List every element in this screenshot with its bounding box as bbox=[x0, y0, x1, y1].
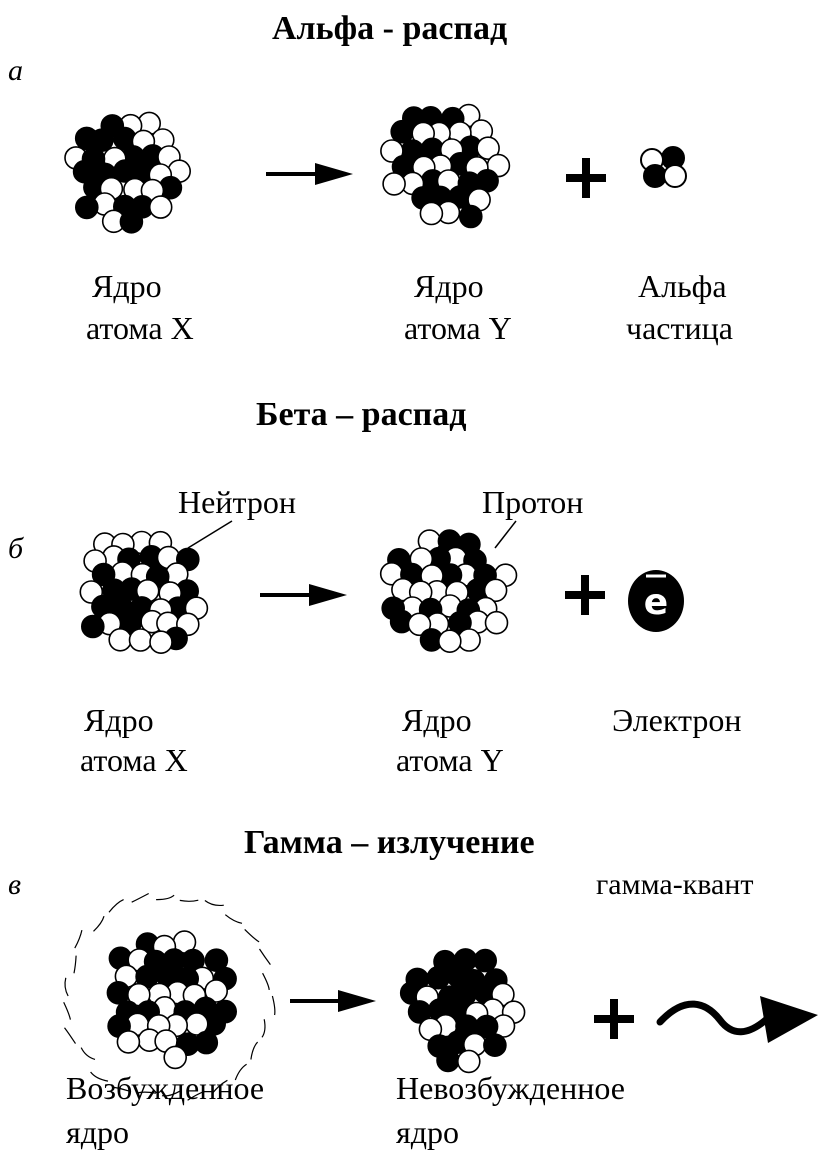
nucleon bbox=[484, 610, 509, 635]
nucleon bbox=[456, 1049, 481, 1074]
nucleon bbox=[476, 136, 500, 160]
nucleon bbox=[483, 578, 508, 603]
alpha-daughter-nucleus bbox=[380, 103, 511, 229]
excitation-dash bbox=[161, 1090, 181, 1097]
excitation-dash bbox=[179, 899, 199, 902]
beta-daughter-label-1: Ядро bbox=[402, 702, 472, 738]
excited-nucleus bbox=[106, 930, 237, 1070]
alpha-parent-nucleus bbox=[64, 111, 191, 234]
plus-sign-b bbox=[565, 575, 605, 615]
alpha-particle bbox=[640, 146, 687, 188]
electron-label: Электрон bbox=[612, 702, 742, 738]
excitation-dash bbox=[80, 1047, 96, 1060]
nucleon bbox=[426, 965, 451, 990]
electron-symbol: e bbox=[644, 582, 668, 623]
section-a-letter: а bbox=[8, 54, 23, 87]
nucleon bbox=[148, 195, 173, 219]
excitation-dash bbox=[73, 955, 77, 974]
excitation-dash bbox=[250, 1041, 259, 1060]
excitation-dashes bbox=[63, 892, 276, 1101]
excitation-dash bbox=[111, 1086, 132, 1093]
beta-daughter-label-2: атома Y bbox=[396, 742, 504, 778]
nucleon bbox=[437, 629, 462, 654]
excitation-dash bbox=[244, 928, 260, 943]
gamma-quantum-callout: гамма-квант bbox=[596, 868, 754, 901]
alpha-daughter-label-1: Ядро bbox=[414, 268, 484, 304]
ground-nucleus-label-2: ядро bbox=[396, 1114, 459, 1150]
excitation-dash bbox=[64, 1027, 77, 1044]
excitation-dash bbox=[156, 894, 175, 901]
excitation-dash bbox=[258, 948, 271, 965]
proton-leader-line bbox=[494, 520, 517, 549]
nucleon bbox=[128, 628, 153, 652]
excitation-dash bbox=[74, 929, 83, 949]
ground-nucleus bbox=[399, 948, 526, 1074]
nucleon bbox=[149, 630, 173, 655]
alpha-parent-label-1: Ядро bbox=[92, 268, 162, 304]
nucleon bbox=[419, 201, 444, 226]
section-b-letter: б bbox=[8, 532, 24, 565]
reaction-arrow-a bbox=[266, 163, 353, 185]
excitation-dash bbox=[63, 1002, 71, 1020]
plus-sign-a bbox=[566, 158, 606, 198]
nucleon bbox=[436, 1048, 460, 1073]
nucleon bbox=[407, 612, 432, 637]
neutron-callout: Нейтрон bbox=[178, 484, 296, 520]
gamma-title: Гамма – излучение bbox=[244, 824, 535, 861]
nucleon bbox=[407, 1000, 432, 1024]
nucleon bbox=[382, 172, 406, 196]
alpha-particle-label-1: Альфа bbox=[638, 268, 727, 304]
alpha-daughter-label-2: атома Y bbox=[404, 310, 512, 346]
beta-parent-nucleus bbox=[79, 530, 209, 655]
neutron-leader-line bbox=[187, 520, 233, 549]
nucleon bbox=[390, 119, 415, 144]
excitation-dash bbox=[131, 892, 149, 903]
ground-nucleus-label-1: Невозбужденное bbox=[396, 1070, 625, 1106]
nucleon bbox=[483, 1033, 507, 1057]
reaction-arrow-c bbox=[290, 990, 376, 1012]
nucleon bbox=[116, 1030, 141, 1054]
nucleon bbox=[458, 204, 483, 229]
excitation-dash bbox=[108, 899, 124, 913]
excitation-dash bbox=[224, 914, 243, 924]
alpha-title: Альфа - распад bbox=[272, 10, 508, 47]
reaction-arrow-b bbox=[260, 584, 347, 606]
excitation-dash bbox=[234, 1063, 247, 1081]
excitation-dash bbox=[261, 1019, 266, 1038]
gamma-wave-arrow bbox=[656, 996, 818, 1043]
section-c-letter: в bbox=[8, 868, 22, 901]
beta-parent-label-2: атома X bbox=[80, 742, 188, 778]
excitation-dash bbox=[262, 972, 270, 990]
nucleon bbox=[163, 1045, 187, 1070]
excited-nucleus-label-2: ядро bbox=[66, 1114, 129, 1150]
nucleon bbox=[108, 627, 132, 652]
excitation-dash bbox=[90, 1071, 109, 1082]
alpha-particle-label-2: частица bbox=[626, 310, 733, 346]
proton-callout: Протон bbox=[482, 484, 584, 520]
excitation-dash bbox=[204, 900, 224, 907]
nucleon bbox=[473, 948, 498, 973]
beta-parent-label-1: Ядро bbox=[84, 702, 154, 738]
electron-particle: e bbox=[628, 570, 684, 632]
nucleon bbox=[119, 210, 144, 234]
plus-sign-c bbox=[594, 999, 634, 1039]
excitation-dash bbox=[271, 995, 276, 1016]
excitation-dash bbox=[187, 1090, 206, 1101]
excitation-dash bbox=[136, 1091, 157, 1094]
beta-daughter-nucleus bbox=[379, 529, 518, 654]
excitation-dash bbox=[93, 916, 105, 932]
excitation-dash bbox=[64, 977, 69, 997]
nucleon bbox=[380, 139, 404, 163]
nucleon bbox=[75, 195, 99, 220]
alpha-parent-label-2: атома X bbox=[86, 310, 194, 346]
excited-nucleus-label-1: Возбужденное bbox=[66, 1070, 265, 1106]
excitation-dash bbox=[212, 1079, 228, 1094]
beta-title: Бета – распад bbox=[256, 396, 467, 433]
nucleon bbox=[81, 614, 105, 639]
